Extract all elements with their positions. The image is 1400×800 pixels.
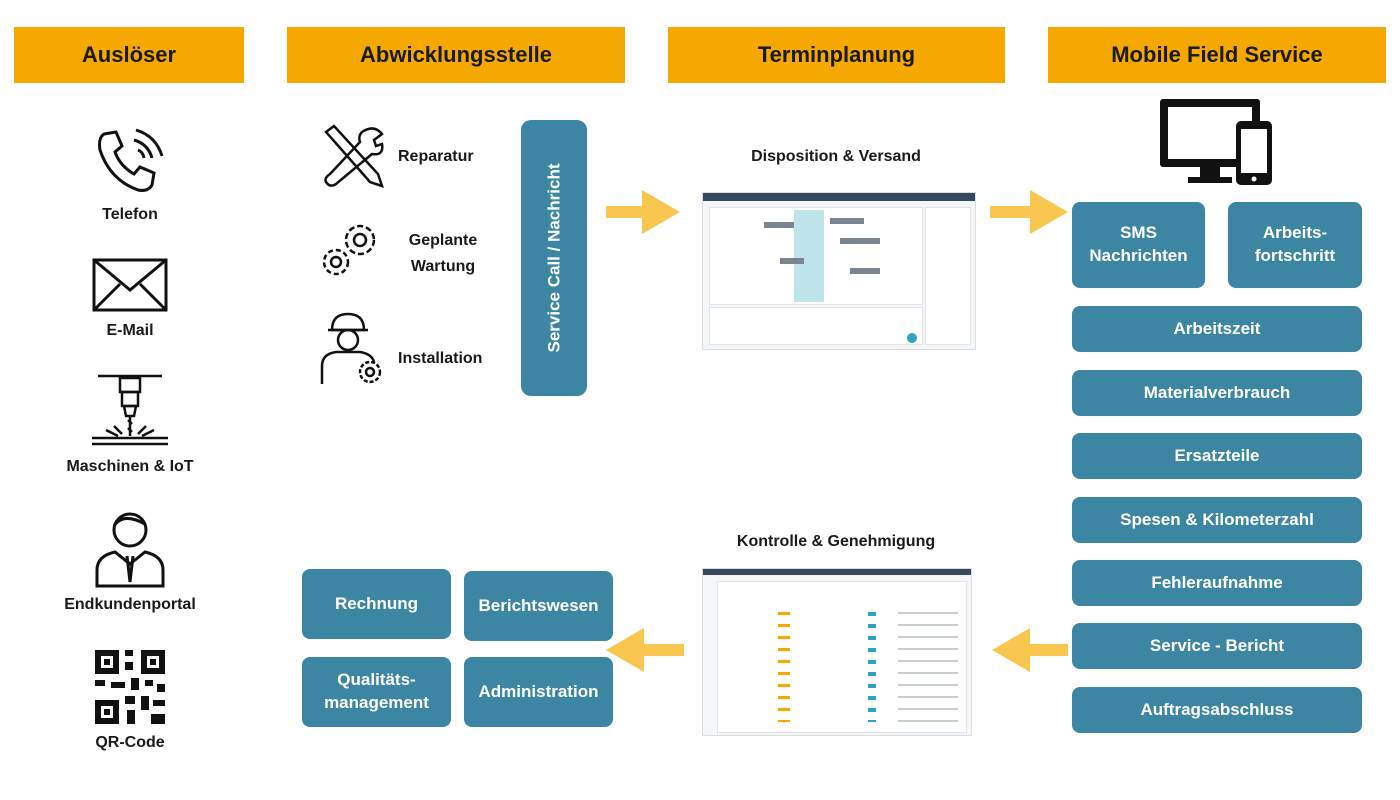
qr-code-icon (95, 650, 165, 724)
processing-label: Installation (398, 350, 483, 367)
trigger-phone: Telefon (40, 124, 220, 224)
devices-icon (1160, 99, 1272, 185)
trigger-label: E-Mail (106, 322, 154, 339)
mobile-item: Fehleraufnahme (1072, 560, 1362, 606)
service-call-label: Service Call / Nachricht (544, 163, 564, 353)
trigger-label: Telefon (102, 206, 158, 223)
arrow-left-icon (606, 628, 684, 672)
header-processing: Abwicklungsstelle (287, 27, 625, 83)
header-triggers: Auslöser (14, 27, 244, 83)
progress-box: Arbeits- fortschritt (1228, 202, 1362, 288)
dispatch-screenshot (702, 192, 976, 350)
mobile-item: Materialverbrauch (1072, 370, 1362, 416)
gears-icon (322, 224, 376, 276)
control-screenshot (702, 568, 972, 736)
mobile-item: Ersatzteile (1072, 433, 1362, 479)
trigger-label: Endkundenportal (64, 596, 196, 613)
mobile-item: Arbeitszeit (1072, 306, 1362, 352)
phone-icon (98, 128, 164, 192)
trigger-portal: Endkundenportal (40, 508, 220, 614)
trigger-mail: E-Mail (40, 256, 220, 340)
tools-icon (324, 124, 384, 188)
dispatch-caption: Disposition & Versand (751, 148, 921, 165)
sms-box: SMS Nachrichten (1072, 202, 1205, 288)
trigger-label: QR-Code (95, 734, 165, 751)
arrow-right-icon (990, 190, 1068, 234)
machine-icon (92, 374, 168, 446)
processing-label: Geplante Wartung (408, 232, 478, 275)
arrow-right-icon (606, 190, 680, 234)
header-mobile: Mobile Field Service (1048, 27, 1386, 83)
control-caption: Kontrolle & Genehmigung (736, 533, 936, 550)
service-call-bar: Service Call / Nachricht (521, 120, 587, 396)
trigger-qr: QR-Code (40, 648, 220, 752)
reporting-box: Berichtswesen (464, 571, 613, 641)
mobile-item: Service - Bericht (1072, 623, 1362, 669)
quality-box: Qualitäts- management (302, 657, 451, 727)
mobile-item: Spesen & Kilometerzahl (1072, 497, 1362, 543)
trigger-machine: Maschinen & IoT (40, 372, 220, 476)
worker-icon (320, 312, 382, 384)
arrow-left-icon (992, 628, 1068, 672)
invoice-box: Rechnung (302, 569, 451, 639)
admin-box: Administration (464, 657, 613, 727)
header-scheduling: Terminplanung (668, 27, 1005, 83)
trigger-label: Maschinen & IoT (66, 458, 194, 475)
mobile-item: Auftragsabschluss (1072, 687, 1362, 733)
processing-label: Reparatur (398, 148, 474, 165)
mail-icon (92, 258, 168, 312)
customer-icon (95, 512, 165, 588)
